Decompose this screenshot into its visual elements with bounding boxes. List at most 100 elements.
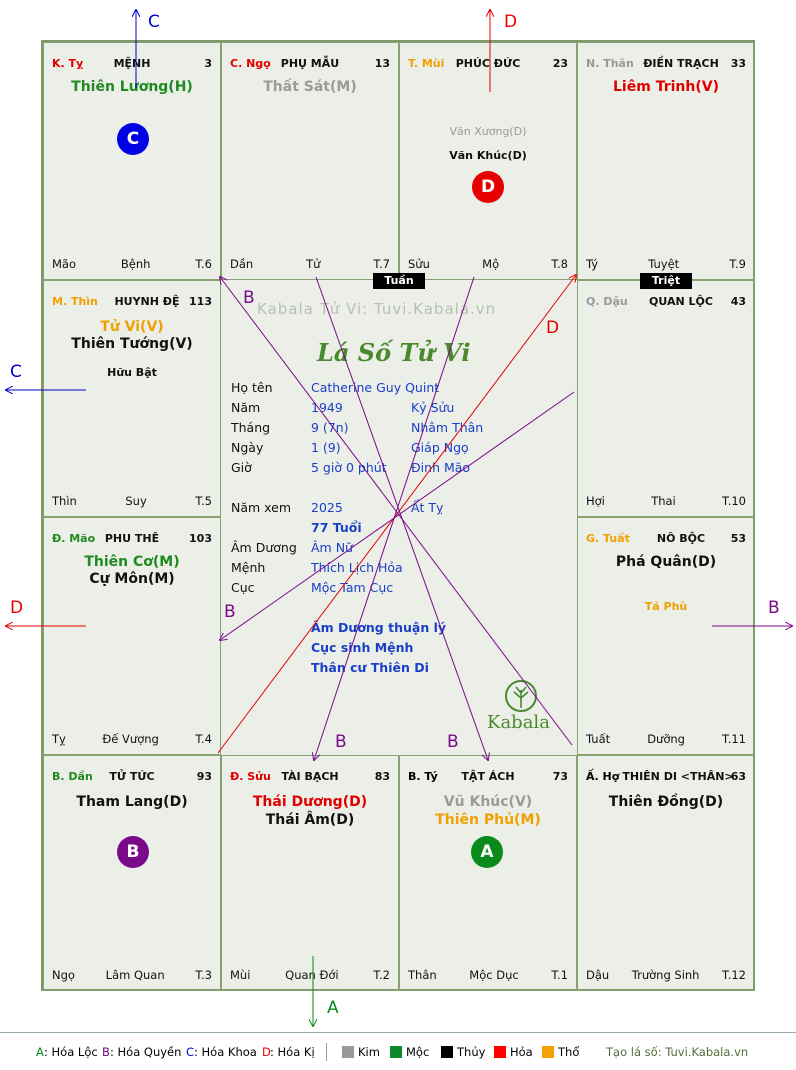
value-nam: 1949 [311,400,343,415]
chi-label: B. Dần [52,770,93,783]
legend-tho: Thổ [558,1045,580,1059]
footer-left: Sửu [408,257,430,271]
value-gio-can-chi: Đinh Mão [411,460,471,475]
footer-left: Ngọ [52,968,75,982]
palace-number: 103 [189,532,212,545]
palace-name: HUYNH ĐỆ [114,295,180,308]
star-van-xuong: Văn Xương(D) [449,125,527,138]
footer-mid: Tuyệt [648,257,680,271]
hoa-quyen-dot: B [117,836,149,868]
palace-name: TÀI BẠCH [281,770,339,783]
star-thien-tuong: Thiên Tướng(V) [71,336,193,352]
star-tham-lang: Tham Lang(D) [76,794,188,810]
footer-right: T.12 [722,968,746,982]
star-ta-phu: Tả Phù [644,600,688,613]
value-tuoi: 77 Tuổi [311,520,362,535]
label-menh: Mệnh [231,560,266,575]
value-nam-xem: 2025 [311,500,343,515]
legend-hoa-khoa: : Hóa Khoa [194,1045,257,1059]
swatch-hoa [494,1046,506,1058]
watermark: Kabala Tử Vi: Tuvi.Kabala.vn [257,300,497,318]
star-that-sat: Thất Sát(M) [263,79,357,95]
value-ho-ten: Catherine Guy Quint [311,380,440,395]
chi-label: Đ. Sửu [230,770,271,783]
palace-name: TẬT ÁCH [461,770,515,783]
palace-number: 23 [552,57,568,70]
footer-right: T.5 [195,494,212,508]
chi-label: M. Thìn [52,295,98,308]
label-ngay: Ngày [231,440,264,455]
arrow-label-left-d: D [10,598,24,618]
legend-site[interactable]: Tạo lá số: Tuvi.Kabala.vn [606,1045,749,1059]
palace-number: 73 [552,770,568,783]
chi-label: Q. Dậu [586,295,628,308]
star-tu-vi: Tử Vi(V) [100,319,164,335]
chi-label: G. Tuất [586,532,630,545]
palace-number: 3 [204,57,212,70]
palace-number: 53 [730,532,746,545]
legend-hoa-ki: : Hóa Kị [270,1045,315,1059]
footer-left: Hợi [586,494,605,508]
label-gio: Giờ [231,460,252,475]
footer-right: T.11 [722,732,746,746]
arrow-label-right-b: B [768,598,780,618]
footer-right: T.2 [373,968,390,982]
legend-thuy: Thủy [457,1045,486,1059]
star-thien-co: Thiên Cơ(M) [84,554,180,570]
arrow-label-top-d: D [504,12,518,32]
arrow-label-bottom-a: A [327,998,339,1018]
note-than-cu: Thân cư Thiên Di [311,660,429,675]
palace-name: MỆNH [113,57,151,70]
value-thang: 9 (7n) [311,420,349,435]
footer-mid: Bệnh [120,257,151,271]
footer-left: Mão [52,257,77,271]
arrow-label-top-c: C [148,12,160,32]
hoa-khoa-dot: C [117,123,149,155]
note-am-duong: Âm Dương thuận lý [311,620,447,635]
star-thai-am: Thái Âm(D) [265,812,355,828]
palace-number: 113 [189,295,212,308]
footer-left: Thân [408,968,437,982]
footer-mid: Quan Đới [285,968,339,982]
footer-right: T.4 [195,732,212,746]
footer-left: Tuất [586,732,611,746]
star-liem-trinh: Liêm Trinh(V) [613,79,719,95]
footer-mid: Mộ [482,257,500,271]
palace-huynh-de[interactable]: M. Thìn 113 HUYNH ĐỆ Tử Vi(V) Thiên Tướng… [43,280,221,517]
footer-left: Mùi [230,968,251,982]
palace-name: PHU THÊ [104,532,160,545]
triet-marker: Triệt [640,273,692,289]
palace-name: PHÚC ĐỨC [455,57,521,70]
value-nam-can-chi: Kỷ Sửu [411,400,455,415]
chi-label: Ấ. Hợ [586,770,620,783]
footer-left: Dần [230,257,254,271]
legend-hoa: Hỏa [510,1045,533,1059]
value-nam-xem-can-chi: Ất Tỵ [411,500,444,515]
center-info-panel: Kabala Tử Vi: Tuvi.Kabala.vn Lá Số Tử Vi… [221,280,577,755]
footer-left: Tý [586,257,599,271]
value-thang-can-chi: Nhâm Thân [411,420,484,435]
value-ngay: 1 (9) [311,440,341,455]
footer-right: T.1 [551,968,568,982]
line-label-b4: B [447,732,459,752]
hoa-ki-dot: D [472,171,504,203]
footer-mid: Tử [306,257,321,271]
footer-right: T.8 [551,257,568,271]
legend-c-key: C [186,1045,195,1059]
star-huu-bat: Hữu Bật [107,366,157,379]
palace-name: NÔ BỘC [656,532,706,545]
label-cuc: Cục [231,580,255,595]
value-am-duong: Âm Nữ [311,540,353,555]
